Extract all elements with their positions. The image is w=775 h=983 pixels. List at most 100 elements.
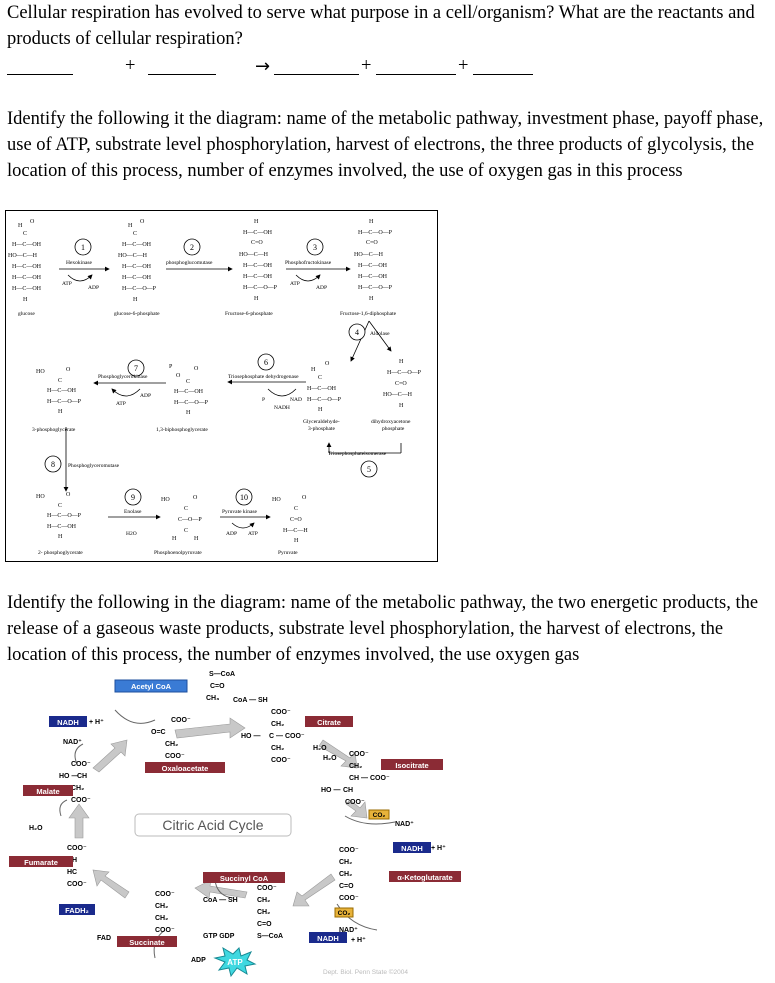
svg-text:CH — COO⁻: CH — COO⁻ [349,775,390,782]
fadh2-box: FADH₂ [65,906,89,915]
cofactor-nadh: NADH [274,405,290,411]
svg-text:H—C—O—P: H—C—O—P [47,399,82,405]
svg-text:CH₂: CH₂ [155,915,168,922]
step-number: 7 [134,364,138,373]
molecule-label: Phosphoenolpyruvate [154,550,202,556]
svg-text:H: H [399,359,404,365]
acetyl-coa-box: Acetyl CoA [131,682,172,691]
blank-1[interactable] [7,74,73,75]
enzyme-label: Hexokinase [66,260,93,266]
alpha-ketoglutarate-box: α-Ketoglutarate [397,873,452,882]
svg-text:H—C—OH: H—C—OH [47,388,77,394]
molecule-label: phosphate [382,426,405,432]
coo-label: COO⁻ [171,717,191,724]
svg-text:H: H [311,367,316,373]
svg-text:HO: HO [272,497,281,503]
question-1-text: Cellular respiration has evolved to serv… [7,3,755,49]
structure-glucose: HO C H—C—OH HO—C—H H—C—OH H—C—OH H—C—OH … [8,219,42,303]
fumarate-box: Fumarate [24,858,58,867]
isocitrate-box: Isocitrate [395,761,428,770]
s-coa-label: S—CoA [209,671,235,678]
svg-text:H—C—OH: H—C—OH [12,286,42,292]
svg-text:CH₂: CH₂ [271,721,284,728]
ho-label: HO — [241,733,260,740]
svg-text:HO: HO [161,497,170,503]
enzyme-label: Phosphoglyceromutase [68,463,120,469]
h2o-label: H₂O [313,745,327,752]
svg-text:H—C—O—P: H—C—O—P [122,286,157,292]
svg-text:C=O: C=O [290,517,302,523]
cofactor-p: P [262,397,265,403]
svg-text:C—O—P: C—O—P [178,517,202,523]
blank-3[interactable] [274,74,359,75]
enzyme-label: Triosephosphate dehydrogenase [228,374,299,380]
molecule-label: 2- phosphoglycerate [38,550,83,556]
svg-text:H: H [133,297,138,303]
coo-label: COO⁻ [155,891,175,898]
cofactor-adp: ADP [140,393,151,399]
svg-text:C: C [184,506,188,512]
step-number: 6 [264,358,268,367]
svg-text:H: H [194,536,199,542]
coo-label: COO⁻ [339,847,359,854]
cofactor-adp: ADP [88,285,99,291]
svg-text:O: O [66,492,71,498]
svg-text:C=O: C=O [395,381,407,387]
coa-sh-label: CoA — SH [203,897,238,904]
enzyme-label: Triosephosphateisomerase [328,451,387,457]
svg-text:H: H [58,534,63,540]
svg-text:H: H [318,407,323,413]
coo-label: COO⁻ [71,761,91,768]
svg-text:C=O: C=O [339,883,354,890]
step-number: 3 [313,243,317,252]
svg-text:HO—C—H: HO—C—H [239,252,269,258]
svg-text:HO—C—H: HO—C—H [383,392,413,398]
svg-text:CH₂: CH₂ [339,859,352,866]
svg-text:C: C [184,528,188,534]
svg-text:H—C—OH: H—C—OH [174,389,204,395]
citric-acid-cycle-svg: S—CoA C=O CH₃ CoA — SH COO⁻ O=C CH₂ COO⁻… [9,671,461,978]
svg-text:H—C—OH: H—C—OH [243,263,273,269]
molecule-label: Glyceraldehyde- [303,419,340,425]
coo-label: COO⁻ [345,799,365,806]
plus-sign: + [125,56,136,76]
svg-text:H: H [254,296,259,302]
question-3-text: Identify the following in the diagram: n… [7,593,759,665]
svg-text:H—C—OH: H—C—OH [12,264,42,270]
gtp-gdp-label: GTP GDP [203,933,235,940]
adp-label: ADP [191,957,206,964]
svg-text:H—C—OH: H—C—OH [243,230,273,236]
svg-text:CH: CH [77,773,87,780]
cofactor-atp: ATP [62,281,72,287]
svg-text:H—C—OH: H—C—OH [12,242,42,248]
blank-5[interactable] [473,74,533,75]
coo-label: COO⁻ [271,709,291,716]
enzyme-label: Pyruvate kinase [222,509,258,515]
svg-text:CH₂: CH₂ [165,741,178,748]
svg-text:H: H [254,219,259,225]
svg-text:O: O [176,373,181,379]
svg-text:C: C [58,503,62,509]
blank-2[interactable] [148,74,216,75]
svg-text:CH₂: CH₂ [257,909,270,916]
succinate-box: Succinate [129,938,164,947]
svg-text:HO: HO [36,369,45,375]
svg-text:H—C—OH: H—C—OH [122,275,152,281]
svg-text:P: P [169,364,173,370]
plus-sign: + [361,56,372,76]
svg-text:HO: HO [36,494,45,500]
svg-text:H: H [399,403,404,409]
svg-text:CH₂: CH₂ [155,903,168,910]
molecule-label: Fructose-6-phosphate [225,311,273,317]
svg-text:C: C [318,375,322,381]
svg-text:H: H [58,409,63,415]
svg-text:O=C: O=C [151,729,166,736]
svg-text:H—C—OH: H—C—OH [358,263,388,269]
blank-4[interactable] [376,74,456,75]
svg-text:C=O: C=O [251,240,263,246]
svg-text:HC: HC [67,869,77,876]
svg-text:H: H [369,296,374,302]
cofactor-adp: ADP [316,285,327,291]
coo-label: COO⁻ [349,751,369,758]
